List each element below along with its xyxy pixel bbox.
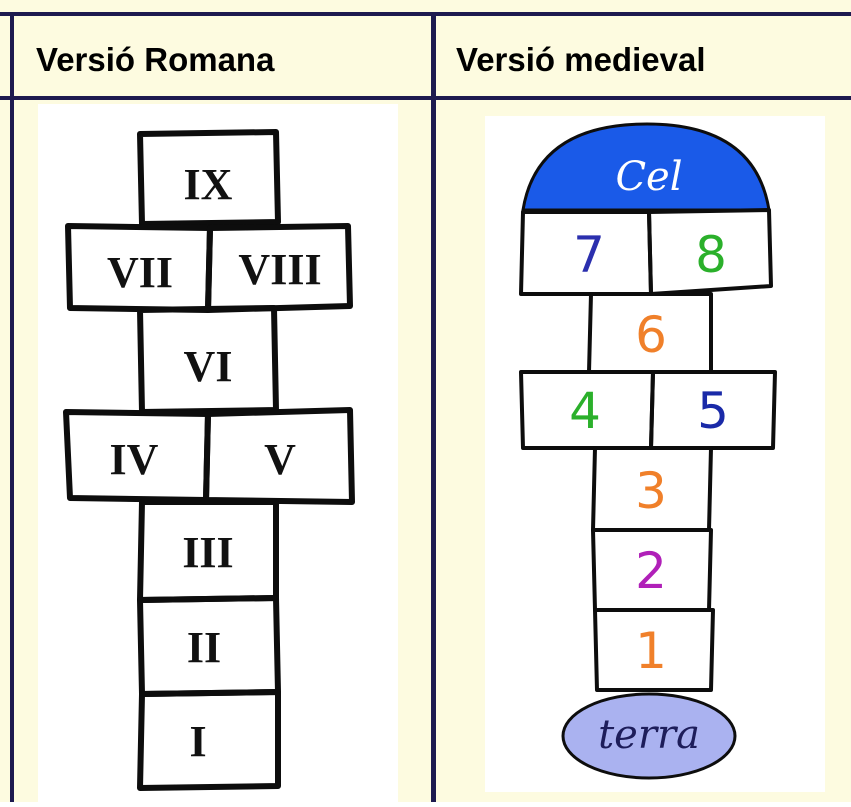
medieval-number-3: 3 (635, 462, 667, 520)
medieval-number-1: 1 (635, 622, 667, 680)
roman-label-vi: VI (184, 342, 233, 391)
roman-label-iv: IV (110, 435, 159, 484)
roman-hopscotch-drawing: IX VII VIII VI IV V III II I (63, 129, 355, 791)
medieval-hopscotch-panel: Cel 7 8 6 4 5 3 2 1 terra (485, 116, 825, 792)
roman-box-i (137, 689, 281, 791)
medieval-number-4: 4 (569, 382, 601, 440)
roman-box-viii (205, 223, 353, 313)
medieval-number-6: 6 (635, 306, 667, 364)
medieval-box-8 (647, 208, 773, 296)
roman-label-ii: II (187, 623, 221, 672)
medieval-number-7: 7 (573, 226, 605, 284)
medieval-number-5: 5 (697, 382, 729, 440)
table-border-middle (431, 12, 436, 802)
header-medieval-version: Versió medieval (456, 41, 706, 78)
header-roman-version: Versió Romana (36, 41, 275, 78)
sky-dome (521, 122, 771, 212)
roman-box-ix (137, 129, 281, 227)
table-border-top (0, 12, 851, 16)
table-border-left (10, 12, 14, 802)
table-border-header-bottom (0, 96, 851, 100)
roman-label-ix: IX (184, 160, 233, 209)
roman-box-v (203, 407, 355, 505)
medieval-hopscotch-drawing: Cel 7 8 6 4 5 3 2 1 terra (519, 122, 777, 780)
roman-label-iii: III (182, 528, 233, 577)
medieval-box-1 (593, 608, 715, 692)
medieval-number-8: 8 (695, 226, 727, 284)
roman-label-i: I (189, 717, 206, 766)
medieval-box-5 (649, 370, 777, 450)
sky-label: Cel (615, 154, 682, 200)
roman-label-vii: VII (107, 248, 173, 297)
roman-label-viii: VIII (238, 245, 321, 294)
ground-oval (561, 692, 737, 780)
roman-hopscotch-panel: IX VII VIII VI IV V III II I (38, 104, 398, 802)
medieval-number-2: 2 (635, 542, 667, 600)
roman-label-v: V (264, 435, 296, 484)
ground-label: terra (598, 712, 700, 758)
